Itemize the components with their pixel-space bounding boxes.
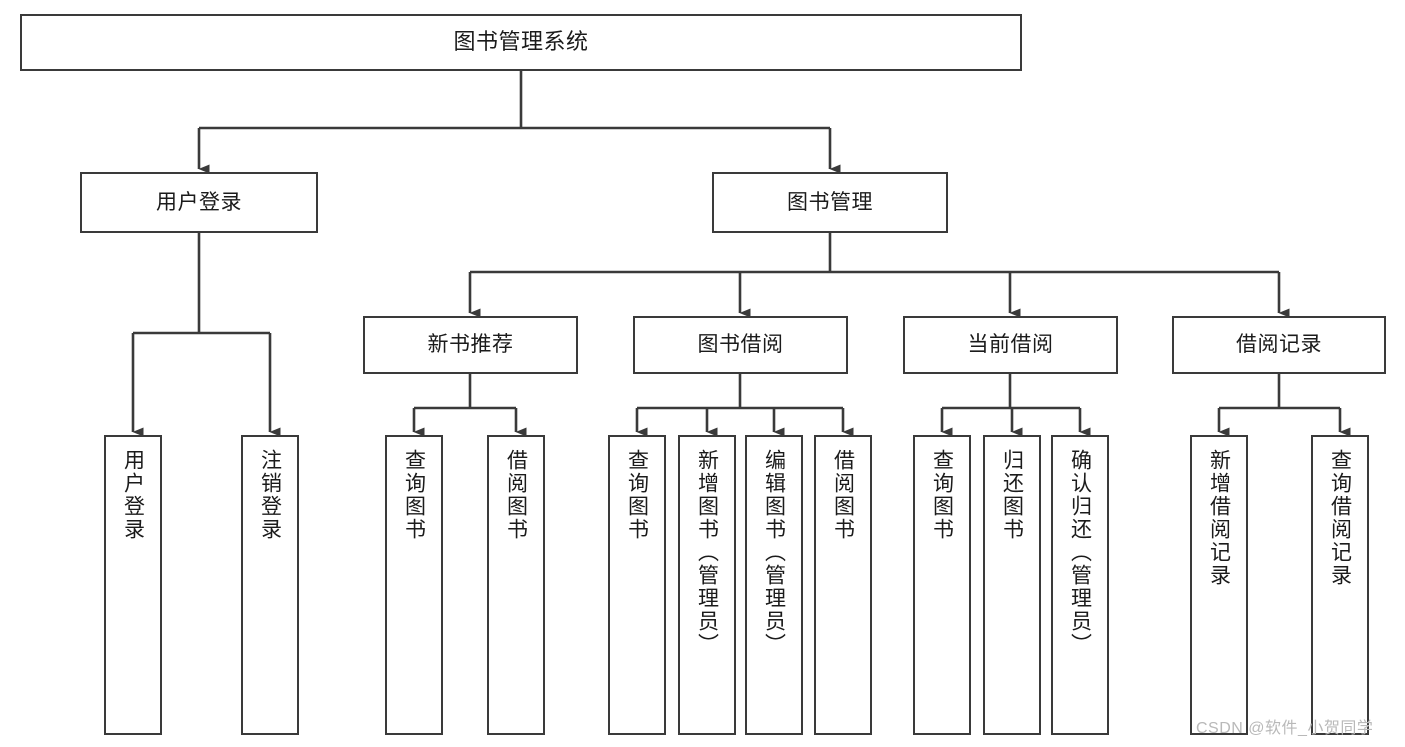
csdn-watermark: CSDN @软件_小贺同学 [1196, 720, 1374, 737]
node-root-label: 图书管理系统 [453, 29, 589, 55]
node-current-borrowing[interactable]: 当前借阅 [903, 316, 1118, 374]
leaf-query-books-current-label: 查询图书 [930, 449, 954, 541]
node-borrowing-records[interactable]: 借阅记录 [1172, 316, 1386, 374]
leaf-edit-book-admin-label: 编辑图书（管理员） [762, 449, 786, 656]
leaf-confirm-return-admin-label: 确认归还（管理员） [1068, 449, 1092, 656]
node-new-book-recommendation[interactable]: 新书推荐 [363, 316, 578, 374]
leaf-query-books-borrow-label: 查询图书 [625, 449, 649, 541]
node-new-book-recommendation-label: 新书推荐 [427, 333, 514, 357]
node-book-management[interactable]: 图书管理 [712, 172, 948, 233]
node-book-borrowing-label: 图书借阅 [697, 333, 784, 357]
leaf-query-borrow-record[interactable]: 查询借阅记录 [1311, 435, 1369, 735]
leaf-borrow-books-new[interactable]: 借阅图书 [487, 435, 545, 735]
node-user-login-label: 用户登录 [156, 190, 242, 214]
leaf-query-borrow-record-label: 查询借阅记录 [1328, 449, 1352, 587]
leaf-query-books-current[interactable]: 查询图书 [913, 435, 971, 735]
leaf-confirm-return-admin[interactable]: 确认归还（管理员） [1051, 435, 1109, 735]
leaf-add-borrow-record-label: 新增借阅记录 [1207, 449, 1231, 587]
node-book-borrowing[interactable]: 图书借阅 [633, 316, 848, 374]
leaf-logout[interactable]: 注销登录 [241, 435, 299, 735]
leaf-borrow-books-new-label: 借阅图书 [504, 449, 528, 541]
node-borrowing-records-label: 借阅记录 [1236, 333, 1322, 357]
leaf-query-books-borrow[interactable]: 查询图书 [608, 435, 666, 735]
leaf-return-books-label: 归还图书 [1000, 449, 1024, 541]
leaf-logout-label: 注销登录 [258, 449, 282, 541]
node-root[interactable]: 图书管理系统 [20, 14, 1022, 71]
leaf-return-books[interactable]: 归还图书 [983, 435, 1041, 735]
leaf-user-login[interactable]: 用户登录 [104, 435, 162, 735]
leaf-edit-book-admin[interactable]: 编辑图书（管理员） [745, 435, 803, 735]
leaf-borrow-books-label: 借阅图书 [831, 449, 855, 541]
node-user-login[interactable]: 用户登录 [80, 172, 318, 233]
leaf-query-books-new[interactable]: 查询图书 [385, 435, 443, 735]
node-current-borrowing-label: 当前借阅 [967, 333, 1054, 357]
leaf-borrow-books[interactable]: 借阅图书 [814, 435, 872, 735]
node-book-management-label: 图书管理 [787, 190, 873, 214]
leaf-query-books-new-label: 查询图书 [402, 449, 426, 541]
leaf-user-login-label: 用户登录 [121, 449, 145, 541]
leaf-add-book-admin-label: 新增图书（管理员） [695, 449, 719, 656]
leaf-add-book-admin[interactable]: 新增图书（管理员） [678, 435, 736, 735]
leaf-add-borrow-record[interactable]: 新增借阅记录 [1190, 435, 1248, 735]
